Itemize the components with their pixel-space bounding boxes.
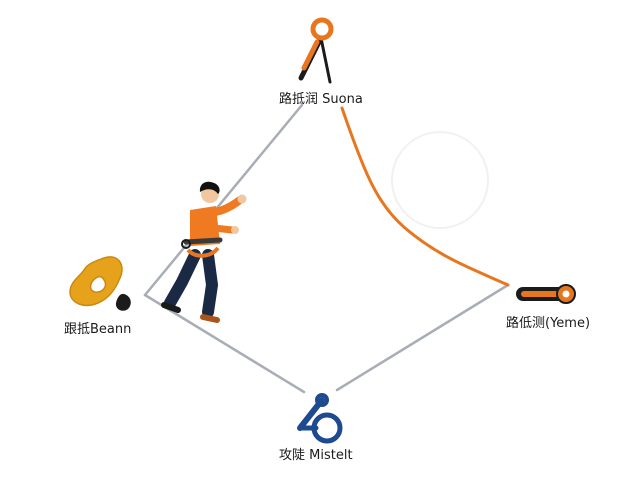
node-label-left: 跟抵Beann <box>64 322 132 337</box>
belay-device-icon <box>516 284 576 304</box>
climbing-hold-icon <box>69 256 131 311</box>
orange-rope <box>340 106 510 287</box>
node-label-bottom: 攻陡 Mistelt <box>279 448 353 463</box>
figure-eight-icon <box>297 393 343 444</box>
gray-rope <box>143 103 510 394</box>
background-circle <box>391 131 489 229</box>
climber-figure <box>161 181 247 323</box>
node-label-right: 路低测(Yeme) <box>506 316 591 331</box>
rope-left-to-bottom <box>143 293 306 394</box>
carabiner-icon <box>298 17 334 84</box>
rope-right-to-bottom <box>335 283 510 392</box>
rope-top-to-left <box>143 103 304 297</box>
node-label-top: 路抵润 Suona <box>279 92 363 107</box>
